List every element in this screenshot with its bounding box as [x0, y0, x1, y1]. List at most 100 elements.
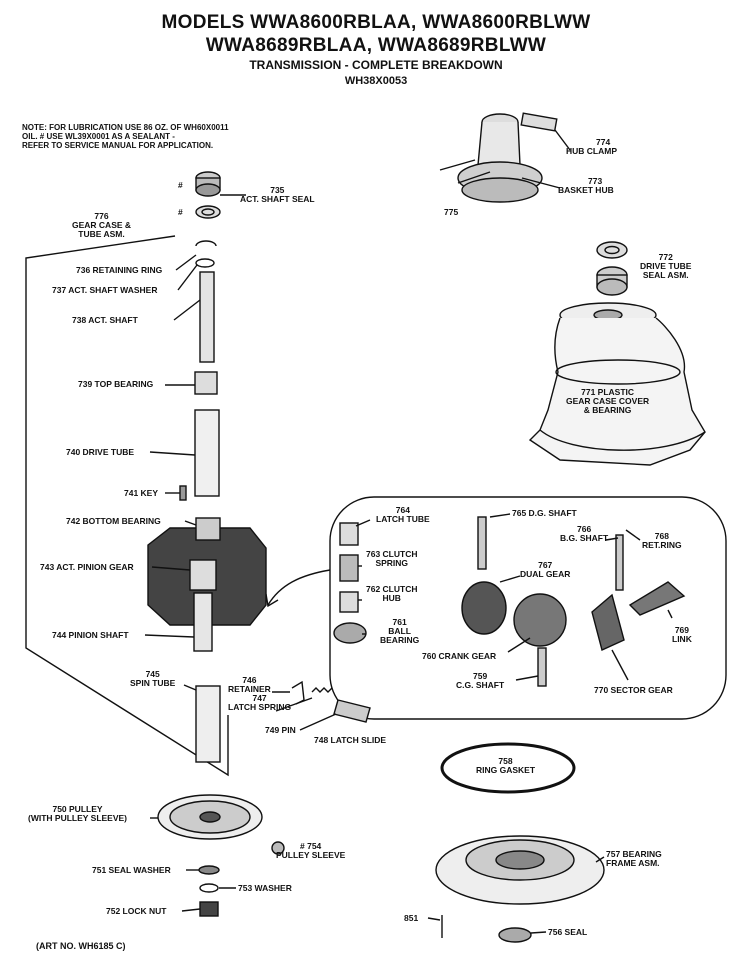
label-765: 765 D.G. SHAFT: [512, 508, 577, 518]
label-769: 769 LINK: [672, 626, 692, 644]
label-text: RETAINER: [228, 684, 271, 694]
label-766: 766 B.G. SHAFT: [560, 525, 608, 543]
label-basket-hub: 773 BASKET HUB: [558, 177, 614, 195]
label-text: TUBE ASM.: [78, 229, 125, 239]
label-num: 735: [270, 185, 285, 195]
label-num: 769: [674, 625, 690, 635]
label-text: SPRING: [375, 558, 409, 568]
lock-nut-part: [199, 901, 219, 917]
label-754: # 754 PULLEY SLEEVE: [276, 842, 345, 860]
gear-group-box: [329, 496, 727, 720]
label-745: 745 SPIN TUBE: [130, 670, 175, 688]
label-738: 738 ACT. SHAFT: [72, 315, 138, 325]
shaft-washer-part: [195, 258, 215, 268]
label-num: 747: [252, 693, 267, 703]
latch-slide-part: [333, 699, 371, 723]
label-text: PULLEY SLEEVE: [276, 850, 346, 860]
label-num: 774: [596, 137, 611, 147]
subtitle-breakdown: TRANSMISSION - COMPLETE BREAKDOWN: [249, 58, 503, 72]
bearing-frame-part: [435, 835, 605, 905]
label-740: 740 DRIVE TUBE: [66, 447, 135, 457]
label-758: 758 RING GASKET: [476, 757, 535, 775]
label-757: 757 BEARING FRAME ASM.: [606, 850, 662, 868]
seal-part: [498, 927, 532, 943]
label-num: 759: [472, 671, 488, 681]
top-bearing-part: [194, 371, 218, 395]
label-hash: #: [178, 180, 183, 190]
label-851: 851: [404, 913, 419, 923]
pulley-part: [157, 794, 263, 840]
label-736: 736 RETAINING RING: [76, 265, 163, 275]
label-760: 760 CRANK GEAR: [422, 651, 497, 661]
label-770: 770 SECTOR GEAR: [594, 685, 673, 695]
label-764: 764 LATCH TUBE: [376, 506, 430, 524]
label-num: 761: [392, 617, 407, 627]
retainer-part: [291, 680, 305, 705]
label-747: 747 LATCH SPRING: [228, 694, 291, 712]
dual-gear-part: [461, 581, 507, 635]
label-762: 762 CLUTCH HUB: [366, 585, 417, 603]
label-num: 764: [395, 505, 410, 515]
washer-part: [199, 883, 219, 893]
note-line: NOTE: FOR LUBRICATION USE 86 OZ. OF WH60…: [22, 123, 229, 132]
pulley-sleeve-part: [271, 841, 285, 855]
label-num: 766: [576, 524, 592, 534]
label-text: (WITH PULLEY SLEEVE): [28, 813, 128, 823]
label-746: 746 RETAINER: [228, 676, 271, 694]
clutch-hub-part: [339, 591, 359, 613]
ring-gasket-part: [440, 742, 576, 794]
label-text: DRIVE TUBE: [640, 261, 692, 271]
label-751: 751 SEAL WASHER: [92, 865, 171, 875]
label-775: 775: [444, 207, 459, 217]
label-text: ACT. SHAFT SEAL: [240, 194, 315, 204]
label-num: # 754: [300, 841, 322, 851]
label-text: GEAR CASE &: [72, 220, 132, 230]
key-part: [179, 485, 187, 501]
title-models-line2: WWA8689RBLAA, WWA8689RBLWW: [205, 35, 547, 56]
label-text: C.G. SHAFT: [456, 680, 505, 690]
label-text: BASKET HUB: [558, 185, 614, 195]
crank-gear-part: [513, 593, 567, 647]
label-743: 743 ACT. PINION GEAR: [40, 562, 134, 572]
lubrication-note: NOTE: FOR LUBRICATION USE 86 OZ. OF WH60…: [22, 123, 229, 150]
label-text: 750 PULLEY: [52, 804, 103, 814]
label-737: 737 ACT. SHAFT WASHER: [52, 285, 158, 295]
label-744: 744 PINION SHAFT: [52, 630, 129, 640]
label-text: B.G. SHAFT: [560, 533, 609, 543]
label-num: 772: [658, 252, 673, 262]
note-line: OIL. # USE WL39X0001 AS A SEALANT -: [22, 132, 175, 141]
label-text: SEAL ASM.: [642, 270, 689, 280]
label-act-shaft-seal: 735 ACT. SHAFT SEAL: [240, 186, 315, 204]
dg-shaft-part: [477, 516, 487, 570]
retaining-ring-part: [195, 240, 217, 247]
link-part: [628, 581, 686, 616]
label-759: 759 C.G. SHAFT: [456, 672, 504, 690]
label-drive-tube-seal: 772 DRIVE TUBE SEAL ASM.: [640, 253, 691, 280]
label-text: RET.RING: [642, 540, 682, 550]
art-number: (ART NO. WH6185 C): [36, 941, 126, 951]
label-text: & BEARING: [583, 405, 632, 415]
label-749: 749 PIN: [265, 725, 296, 735]
drive-tube-seal-part: [596, 241, 628, 296]
label-num: 746: [242, 675, 257, 685]
label-767: 767 DUAL GEAR: [520, 561, 570, 579]
label-gear-case-cover: 771 PLASTIC GEAR CASE COVER & BEARING: [566, 388, 649, 415]
latch-spring-part: [311, 687, 333, 693]
act-shaft-part: [199, 271, 215, 363]
label-num: 776: [94, 211, 109, 221]
label-text: 757 BEARING: [606, 849, 662, 859]
label-num: 745: [145, 669, 160, 679]
gear-case-body-part: [147, 517, 267, 652]
label-num: 773: [588, 176, 603, 186]
label-num: 767: [538, 560, 553, 570]
label-741: 741 KEY: [124, 488, 159, 498]
label-761: 761 BALL BEARING: [380, 618, 419, 645]
label-hub-clamp: 774 HUB CLAMP: [566, 138, 617, 156]
label-text: LATCH SPRING: [228, 702, 292, 712]
ball-bearing-part: [333, 622, 367, 644]
cg-shaft-part: [537, 647, 547, 687]
label-text: RING GASKET: [476, 765, 536, 775]
part-kit-number: WH38X0053: [344, 75, 408, 87]
label-742: 742 BOTTOM BEARING: [66, 516, 161, 526]
